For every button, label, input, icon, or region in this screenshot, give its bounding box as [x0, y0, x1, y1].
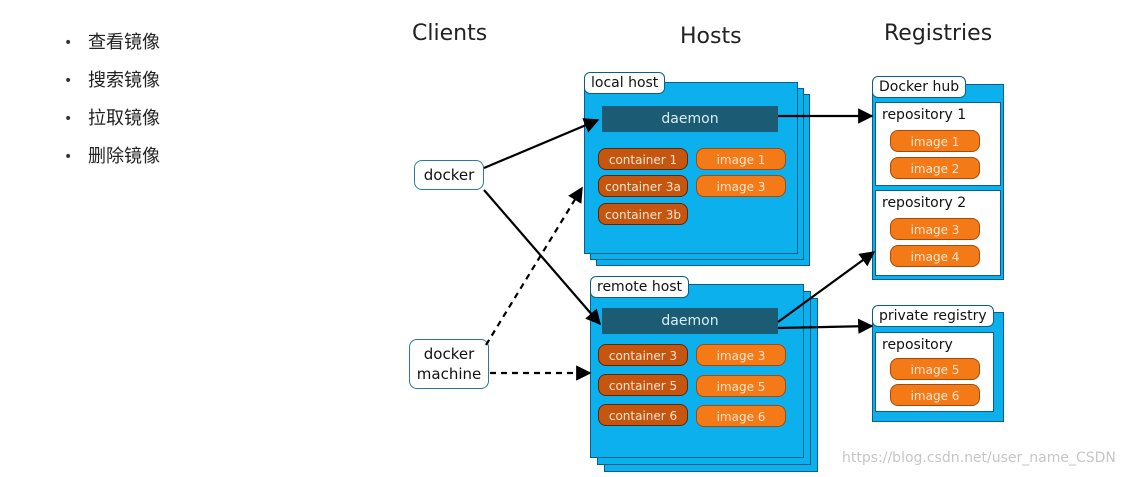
bullet-icon: • — [64, 73, 73, 89]
arrow-remote-daemon-to-private — [777, 318, 874, 334]
container-pill: container 1 — [598, 148, 688, 170]
remote-host-label: remote host — [590, 276, 690, 298]
list-item-label: 查看镜像 — [88, 32, 160, 53]
repository-title: repository 2 — [882, 195, 967, 211]
image-pill: image 3 — [890, 218, 980, 240]
arrow-remote-daemon-to-hub — [777, 251, 876, 323]
image-pill: image 5 — [696, 375, 786, 397]
docker-client: docker — [414, 160, 484, 190]
local-daemon: daemon — [602, 106, 778, 132]
docker-machine-line1: docker — [423, 345, 475, 363]
image-pill: image 1 — [890, 130, 980, 152]
repository-title: repository — [882, 337, 953, 353]
repository-title: repository 1 — [882, 107, 967, 123]
arrow-machine-to-local-host — [485, 186, 583, 346]
list-item: • 拉取镜像 — [60, 106, 160, 144]
list-item: • 查看镜像 — [60, 30, 160, 68]
container-pill: container 5 — [598, 374, 688, 396]
image-pill: image 6 — [696, 405, 786, 427]
container-pill: container 3 — [598, 344, 688, 366]
hosts-heading: Hosts — [680, 24, 742, 49]
docker-machine-client: docker machine — [409, 339, 489, 389]
list-item-label: 删除镜像 — [88, 146, 160, 167]
list-item-label: 搜索镜像 — [88, 70, 160, 91]
registries-heading: Registries — [884, 21, 993, 46]
bullet-icon: • — [64, 149, 73, 165]
local-host-label: local host — [584, 72, 666, 94]
container-pill: container 3a — [598, 175, 688, 197]
image-pill: image 3 — [696, 344, 786, 366]
bullet-icon: • — [64, 35, 73, 51]
container-pill: container 6 — [598, 404, 688, 426]
list-item: • 搜索镜像 — [60, 68, 160, 106]
list-item-label: 拉取镜像 — [88, 108, 160, 129]
docker-machine-line2: machine — [416, 365, 482, 383]
operations-list: • 查看镜像 • 搜索镜像 • 拉取镜像 • 删除镜像 — [60, 30, 160, 182]
image-pill: image 1 — [696, 148, 786, 170]
image-pill: image 4 — [890, 245, 980, 267]
image-pill: image 2 — [890, 157, 980, 179]
watermark: https://blog.csdn.net/user_name_CSDN — [842, 450, 1116, 466]
clients-heading: Clients — [412, 21, 488, 46]
image-pill: image 6 — [890, 384, 980, 406]
image-pill: image 3 — [696, 175, 786, 197]
remote-daemon: daemon — [602, 308, 778, 334]
bullet-icon: • — [64, 111, 73, 127]
arrow-docker-to-local-daemon — [483, 118, 600, 170]
arrow-docker-to-remote-daemon — [483, 189, 602, 326]
list-item: • 删除镜像 — [60, 144, 160, 182]
private-registry-label: private registry — [872, 305, 994, 327]
docker-hub-label: Docker hub — [872, 76, 967, 98]
container-pill: container 3b — [598, 203, 688, 225]
image-pill: image 5 — [890, 358, 980, 380]
